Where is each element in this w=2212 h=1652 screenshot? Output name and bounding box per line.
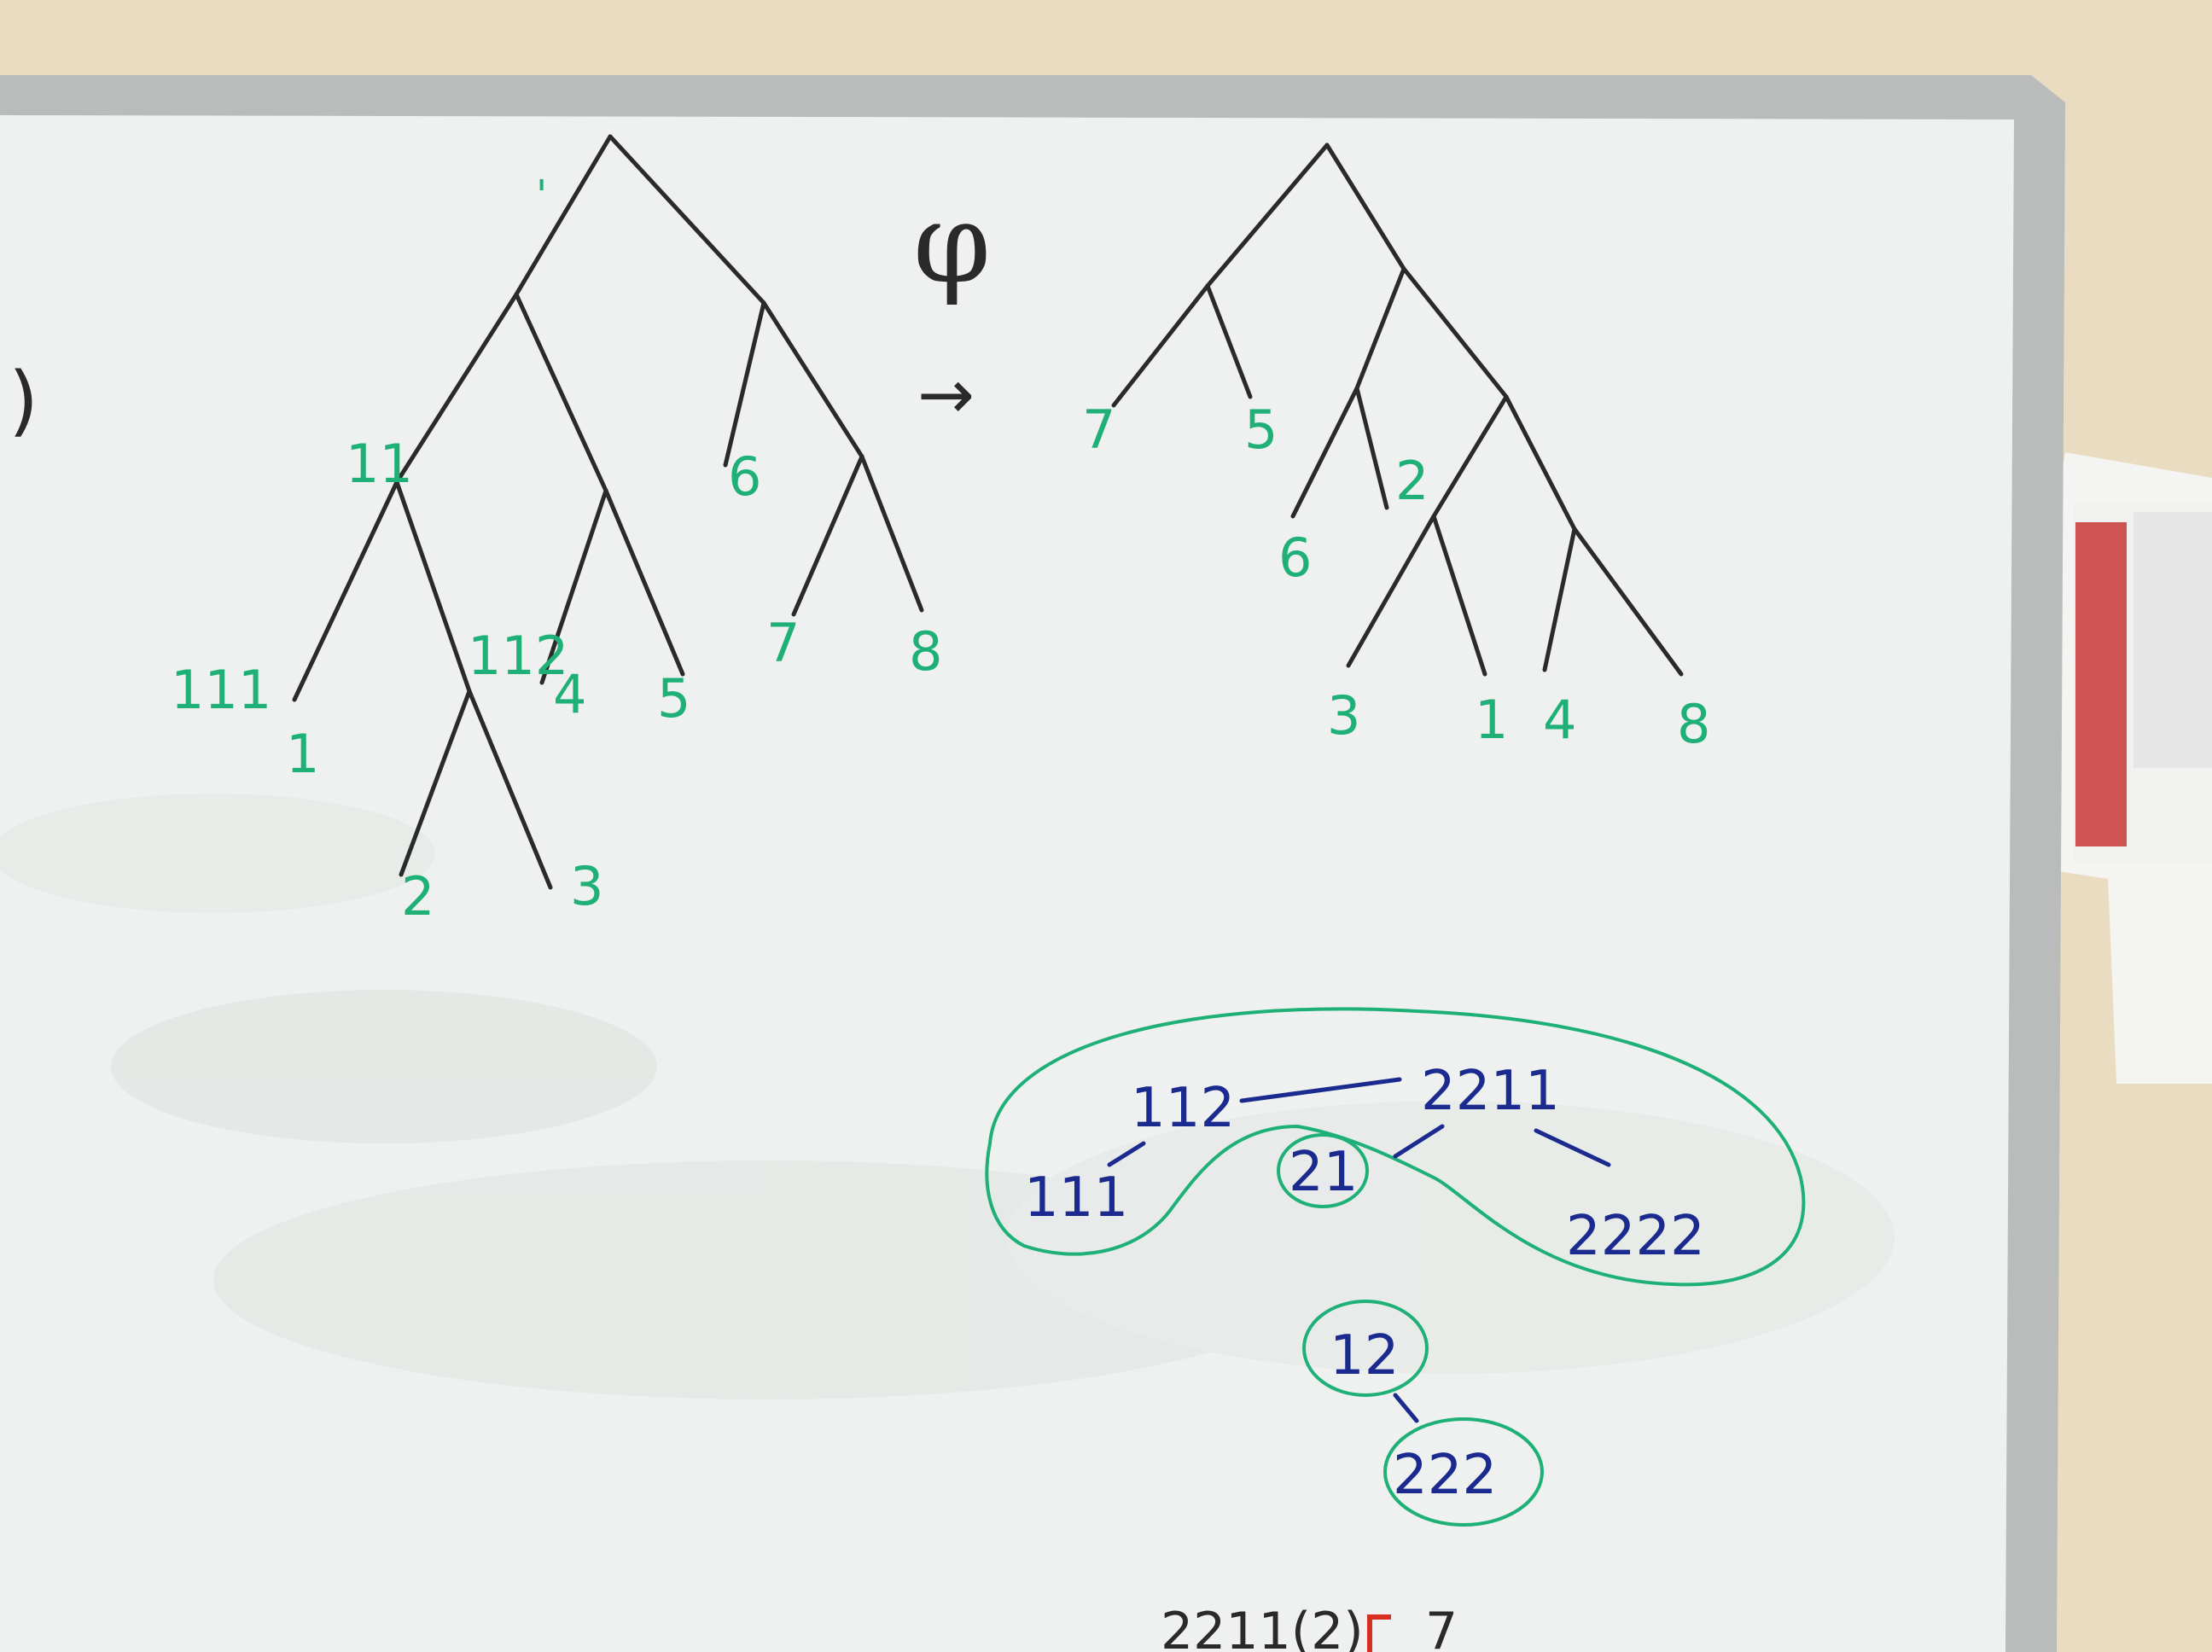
left-tree-labels: ' 11 111 1 112 2 3 4 5 6 7 8 [171,172,942,928]
node-12: 12 [1330,1324,1399,1387]
node-111: 111 [1024,1166,1128,1230]
label-8: 8 [909,620,942,683]
bottom-extra: 7 [1425,1602,1458,1652]
label-5: 5 [657,667,690,730]
arrow-symbol: → [917,355,975,434]
board-smudges [0,794,1895,1399]
node-112: 112 [1131,1077,1235,1140]
graph-nodes: 112 2211 111 21 2222 12 222 [1024,1060,1705,1507]
label-111: 111 [171,659,271,721]
rlabel-1: 1 [1475,689,1508,751]
whiteboard-surface [0,115,2014,1652]
left-tree-edges [292,134,924,890]
right-tree-edges [1111,143,1684,677]
graph-edges [1107,1077,1611,1423]
label-3: 3 [570,855,603,917]
node-21: 21 [1289,1141,1358,1204]
label-11: 11 [346,433,413,495]
big-loop [985,1007,1806,1287]
rlabel-4: 4 [1543,689,1576,751]
loop-21 [1277,1133,1369,1208]
rlabel-5: 5 [1244,398,1278,461]
phi-symbol: φ [913,178,991,308]
bottom-partial-text: 2211(2) 7 [1161,1602,1458,1652]
red-bracket-mark [1367,1614,1391,1652]
left-paren-fragment: ) [9,356,38,445]
graph-green-loops [985,1007,1806,1527]
label-1: 1 [286,723,319,785]
label-6: 6 [728,445,761,508]
rlabel-7: 7 [1082,398,1115,461]
rlabel-6: 6 [1278,526,1312,589]
label-7: 7 [766,612,800,674]
node-2211: 2211 [1421,1060,1560,1123]
label-root: ' [536,172,547,219]
node-222: 222 [1393,1444,1497,1507]
loop-12 [1302,1300,1429,1397]
bottom-text: 2211(2) [1161,1602,1364,1652]
paper-sheets [1997,452,2212,1084]
label-4: 4 [553,663,586,725]
right-tree-labels: 7 5 6 2 3 1 4 8 [1082,398,1710,755]
loop-222 [1383,1417,1544,1527]
label-112: 112 [468,625,568,687]
rlabel-3: 3 [1327,684,1360,747]
rlabel-8: 8 [1677,693,1710,755]
node-2222: 2222 [1566,1205,1705,1268]
rlabel-2: 2 [1395,450,1429,512]
label-2: 2 [401,865,434,928]
